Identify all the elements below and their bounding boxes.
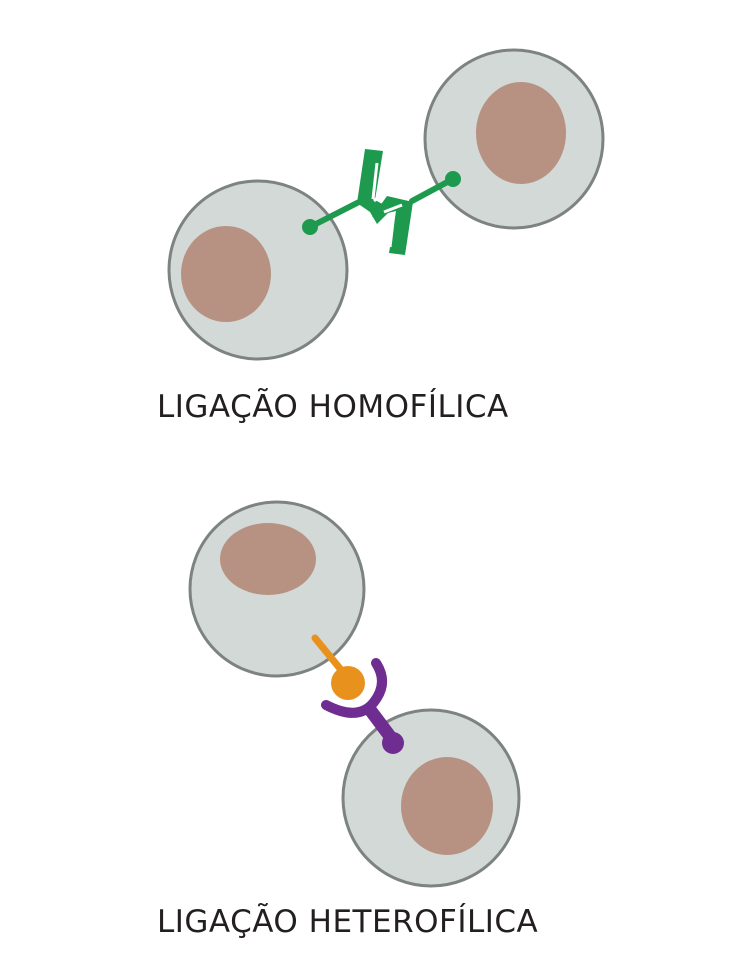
ligand-icon (311, 634, 365, 700)
cell-icon (423, 48, 605, 230)
nucleus-icon (401, 757, 493, 855)
nucleus-icon (181, 226, 271, 322)
receptor-icon (321, 658, 404, 754)
nucleus-icon (220, 523, 316, 595)
heterophilic-binding-label: LIGAÇÃO HETEROFÍLICA (157, 904, 539, 940)
nucleus-icon (476, 82, 566, 184)
cell-icon (341, 708, 521, 888)
heterophilic-panel (188, 500, 521, 888)
cell-icon (188, 500, 366, 678)
homophilic-adhesion-molecule-icon (302, 149, 461, 255)
cell-icon (167, 179, 349, 361)
homophilic-panel (167, 48, 605, 361)
homophilic-binding-label: LIGAÇÃO HOMOFÍLICA (157, 389, 509, 425)
